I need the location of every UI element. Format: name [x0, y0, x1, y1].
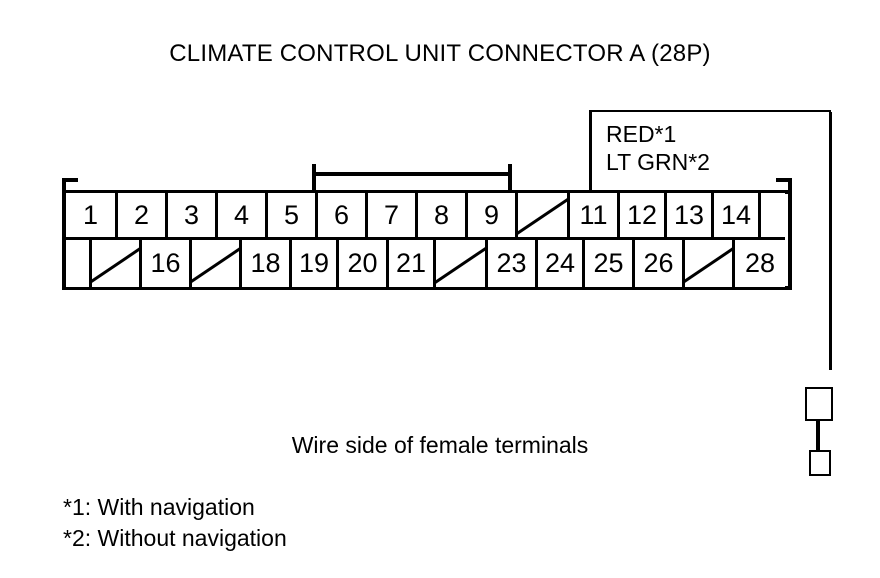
pin-cell-7: 7 — [368, 193, 418, 240]
pin-cell-13: 13 — [667, 193, 714, 240]
empty-cavity-cell — [92, 240, 142, 287]
latch-post-left — [312, 164, 316, 194]
empty-cavity-cell — [685, 240, 735, 287]
connector-latch-tab — [312, 164, 512, 194]
wire-color-line-2: LT GRN*2 — [606, 149, 710, 176]
shell-edge-cell — [66, 240, 92, 287]
connector-shell-right-notch — [776, 178, 792, 192]
pin-cell-24: 24 — [538, 240, 585, 287]
connector-shell-left-notch — [62, 178, 78, 192]
pin-cell-26: 26 — [635, 240, 685, 287]
latch-post-right — [508, 164, 512, 194]
empty-cavity-cell — [518, 193, 570, 240]
pin-cell-21: 21 — [389, 240, 436, 287]
callout-leader-line — [829, 112, 832, 370]
pin-cell-4: 4 — [218, 193, 268, 240]
pin-cell-11: 11 — [570, 193, 620, 240]
pin-cell-25: 25 — [585, 240, 635, 287]
pin-cell-2: 2 — [118, 193, 168, 240]
terminal-symbol-large — [805, 387, 833, 421]
page-title: CLIMATE CONTROL UNIT CONNECTOR A (28P) — [169, 40, 711, 67]
pin-cell-9: 9 — [468, 193, 518, 240]
pin-cell-20: 20 — [339, 240, 389, 287]
pin-cell-8: 8 — [418, 193, 468, 240]
pin-cell-23: 23 — [488, 240, 538, 287]
wire-side-caption: Wire side of female terminals — [291, 432, 589, 458]
pin-cell-1: 1 — [66, 193, 118, 240]
footnote-1: *1: With navigation — [63, 494, 255, 520]
wire-color-callout: RED*1 LT GRN*2 — [589, 110, 831, 190]
pin-cell-16: 16 — [142, 240, 192, 287]
terminal-connector-stem — [816, 420, 820, 451]
footnote-2: *2: Without navigation — [63, 524, 287, 551]
empty-cavity-cell — [436, 240, 488, 287]
pin-cell-14: 14 — [714, 193, 761, 240]
pin-cell-19: 19 — [292, 240, 339, 287]
wire-color-line-1: RED*1 — [606, 121, 677, 147]
latch-bar — [312, 172, 512, 176]
footnotes: *1: With navigation *2: Without navigati… — [63, 492, 287, 553]
terminal-symbol-small — [809, 450, 831, 476]
empty-cavity-cell — [192, 240, 242, 287]
pin-cell-28: 28 — [735, 240, 785, 287]
pin-cell-5: 5 — [268, 193, 318, 240]
pin-cell-18: 18 — [242, 240, 292, 287]
pin-cell-12: 12 — [620, 193, 667, 240]
wire-color-callout-text: RED*1 LT GRN*2 — [606, 120, 710, 176]
pin-cell-3: 3 — [168, 193, 218, 240]
pin-cell-6: 6 — [318, 193, 368, 240]
shell-edge-cell — [761, 193, 785, 240]
